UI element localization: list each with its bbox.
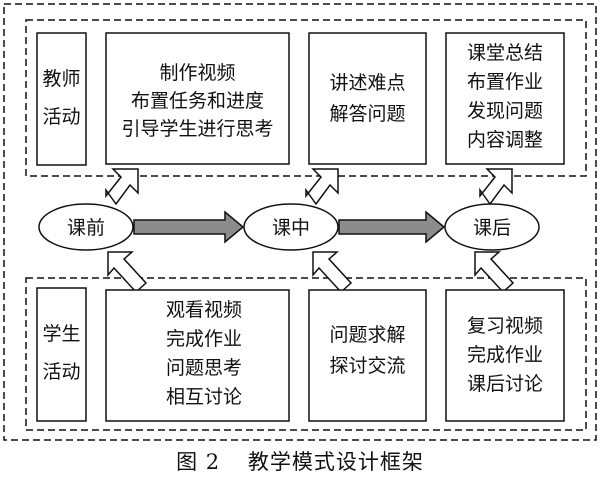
teacher-box-3-line-4: 内容调整 xyxy=(467,129,543,151)
student-box-1-line-3: 问题思考 xyxy=(166,357,242,379)
teacher-box-2-line-1: 讲述难点 xyxy=(329,72,405,94)
student-activity-region xyxy=(25,277,587,431)
arrow-student-to-post-class xyxy=(474,251,515,294)
arrow-student-to-pre-class xyxy=(107,251,148,294)
arrow-teacher-to-pre-class xyxy=(105,168,139,206)
teacher-box-2 xyxy=(308,32,427,165)
teacher-box-1-line-1: 制作视频 xyxy=(159,62,235,84)
student-box-2-line-2: 探讨交流 xyxy=(329,355,405,377)
teacher-label-line-2: 活动 xyxy=(42,106,80,128)
outer-frame xyxy=(3,3,597,441)
teacher-box-1 xyxy=(105,32,290,165)
teacher-activity-region xyxy=(25,19,587,177)
stage-pre-class xyxy=(38,203,134,251)
student-box-1-line-4: 相互讨论 xyxy=(166,386,242,408)
student-label-line-2: 活动 xyxy=(42,361,80,383)
teacher-box-3 xyxy=(445,32,565,165)
teacher-box-3-line-2: 布置作业 xyxy=(467,71,543,93)
stage-post-class-label: 课后 xyxy=(473,217,511,239)
student-box-3-line-3: 课后讨论 xyxy=(467,373,543,395)
student-label-line-1: 学生 xyxy=(42,323,80,345)
teacher-label-box xyxy=(36,32,87,166)
arrow-student-to-in-class xyxy=(312,251,353,294)
teacher-box-2-line-2: 解答问题 xyxy=(329,103,405,125)
arrow-pre-to-in-class xyxy=(133,210,245,244)
stage-pre-class-label: 课前 xyxy=(67,217,105,239)
stage-in-class-label: 课中 xyxy=(272,217,310,239)
teacher-label-line-1: 教师 xyxy=(42,68,80,90)
student-box-1 xyxy=(105,289,290,422)
arrow-in-to-post-class xyxy=(338,210,446,244)
student-box-3-line-1: 复习视频 xyxy=(467,315,543,337)
student-box-3-line-2: 完成作业 xyxy=(467,344,543,366)
teacher-box-1-line-3: 引导学生进行思考 xyxy=(121,118,273,140)
teacher-box-1-line-2: 布置任务和进度 xyxy=(131,90,264,112)
teacher-box-3-line-3: 发现问题 xyxy=(467,100,543,122)
arrow-teacher-to-post-class xyxy=(479,168,513,206)
teacher-box-3-line-1: 课堂总结 xyxy=(467,42,543,64)
arrow-teacher-to-in-class xyxy=(305,168,339,206)
student-box-2-line-1: 问题求解 xyxy=(329,324,405,346)
student-box-1-line-1: 观看视频 xyxy=(166,299,242,321)
student-box-2 xyxy=(308,289,427,422)
figure-caption: 图 2 教学模式设计框架 xyxy=(0,446,600,476)
student-label-box xyxy=(36,287,87,422)
figure-number: 图 2 xyxy=(176,450,221,474)
student-box-1-line-2: 完成作业 xyxy=(166,328,242,350)
student-box-3 xyxy=(445,289,565,422)
figure-title: 教学模式设计框架 xyxy=(247,450,424,474)
